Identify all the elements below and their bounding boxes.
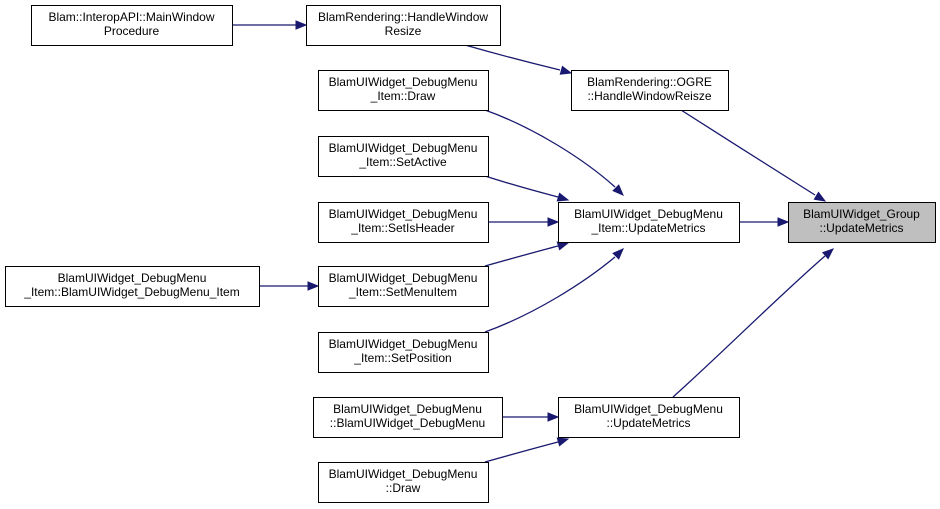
edge-item_setposition-to-item_update [484, 248, 624, 333]
node-label-line: BlamUIWidget_DebugMenu [329, 207, 478, 221]
edge-hwr-to-ogre [464, 44, 573, 75]
node-label-line: BlamUIWidget_DebugMenu [574, 402, 723, 416]
node-label-line: ::BlamUIWidget_DebugMenu [330, 416, 485, 430]
node-label-line: BlamUIWidget_DebugMenu [329, 467, 478, 481]
edge-menu_draw-to-menu_update [484, 437, 570, 463]
node-label-line: ::HandleWindowReisze [587, 89, 711, 103]
edge-menu_ctor-to-menu_update [502, 412, 560, 422]
node-label-line: _Item::SetPosition [353, 351, 451, 365]
node-label-line: ::UpdateMetrics [819, 221, 903, 235]
arrowhead [547, 217, 560, 227]
node-menu-ctor[interactable]: BlamUIWidget_DebugMenu::BlamUIWidget_Deb… [313, 397, 503, 438]
arrowhead [307, 281, 320, 291]
edge-line [680, 109, 816, 196]
edge-line [484, 109, 616, 188]
node-label-line: _Item::SetMenuItem [348, 285, 457, 299]
node-label-line: BlamRendering::OGRE [587, 75, 712, 89]
node-box [318, 70, 489, 111]
edge-line [672, 255, 826, 398]
node-label-line: _Item::SetIsHeader [350, 221, 454, 235]
node-box [558, 202, 740, 243]
node-box [5, 266, 260, 307]
node-label-line: BlamRendering::HandleWindow [318, 10, 488, 24]
node-label-line: BlamUIWidget_DebugMenu [329, 271, 478, 285]
node-box [318, 202, 489, 243]
node-item-setposition[interactable]: BlamUIWidget_DebugMenu_Item::SetPosition [318, 332, 489, 373]
node-item-update[interactable]: BlamUIWidget_DebugMenu_Item::UpdateMetri… [558, 202, 740, 243]
node-item-setisheader[interactable]: BlamUIWidget_DebugMenu_Item::SetIsHeader [318, 202, 489, 243]
arrowhead [556, 192, 570, 202]
edge-line [464, 44, 561, 71]
arrowhead [777, 217, 790, 227]
node-box [571, 70, 729, 111]
node-label-line: BlamUIWidget_DebugMenu [58, 271, 207, 285]
edge-item_draw-to-item_update [484, 109, 624, 196]
edge-line [484, 175, 559, 198]
node-label-line: BlamUIWidget_Group [803, 207, 920, 221]
arrowhead [612, 248, 624, 260]
node-box [31, 5, 233, 46]
node-box [306, 5, 501, 46]
node-box [313, 397, 503, 438]
edge-line [484, 245, 559, 267]
node-box [318, 136, 489, 177]
nodes-layer: Blam::InteropAPI::MainWindowProcedureBla… [5, 5, 936, 503]
arrowhead [547, 412, 560, 422]
edge-item_setactive-to-item_update [484, 175, 570, 202]
arrowhead [612, 184, 624, 196]
node-label-line: Resize [385, 24, 422, 38]
node-item-setmenuitem[interactable]: BlamUIWidget_DebugMenu_Item::SetMenuItem [318, 266, 489, 307]
node-label-line: _Item::BlamUIWidget_DebugMenu_Item [23, 285, 239, 299]
node-label-line: _Item::Draw [370, 89, 436, 103]
node-item-setactive[interactable]: BlamUIWidget_DebugMenu_Item::SetActive [318, 136, 489, 177]
arrowhead [813, 191, 827, 202]
arrowhead [556, 241, 570, 251]
node-ogre[interactable]: BlamRendering::OGRE::HandleWindowReisze [571, 70, 729, 111]
node-label-line: Procedure [104, 24, 160, 38]
node-label-line: BlamUIWidget_DebugMenu [329, 141, 478, 155]
arrowhead [821, 248, 835, 260]
edge-ogre-to-group_update [680, 109, 827, 202]
arrowhead [559, 65, 573, 75]
arrowhead [295, 20, 308, 30]
node-label-line: BlamUIWidget_DebugMenu [574, 207, 723, 221]
edge-item_setmenuitem-to-item_update [484, 241, 570, 267]
node-group-update[interactable]: BlamUIWidget_Group::UpdateMetrics [788, 202, 936, 243]
node-label-line: ::Draw [386, 481, 421, 495]
node-label-line: Blam::InteropAPI::MainWindow [48, 10, 214, 24]
node-label-line: ::UpdateMetrics [606, 416, 690, 430]
node-label-line: BlamUIWidget_DebugMenu [329, 337, 478, 351]
node-label-line: BlamUIWidget_DebugMenu [329, 75, 478, 89]
node-label-line: _Item::UpdateMetrics [590, 221, 705, 235]
node-menu-update[interactable]: BlamUIWidget_DebugMenu::UpdateMetrics [558, 397, 740, 438]
edge-item_ctor-to-item_setmenuitem [259, 281, 320, 291]
edge-item_update-to-group_update [739, 217, 790, 227]
edges-layer [232, 20, 835, 463]
edge-menu_update-to-group_update [672, 248, 835, 398]
node-box [318, 266, 489, 307]
node-label-line: _Item::SetActive [358, 155, 447, 169]
edge-line [484, 441, 559, 463]
node-label-line: BlamUIWidget_DebugMenu [333, 402, 482, 416]
arrowhead [556, 437, 570, 447]
node-box [558, 397, 740, 438]
node-box [318, 332, 489, 373]
edge-main-to-hwr [232, 20, 308, 30]
node-box [788, 202, 936, 243]
edge-line [484, 256, 616, 333]
node-box [318, 462, 489, 503]
node-item-ctor[interactable]: BlamUIWidget_DebugMenu_Item::BlamUIWidge… [5, 266, 260, 307]
node-item-draw[interactable]: BlamUIWidget_DebugMenu_Item::Draw [318, 70, 489, 111]
node-menu-draw[interactable]: BlamUIWidget_DebugMenu::Draw [318, 462, 489, 503]
edge-item_setisheader-to-item_update [488, 217, 560, 227]
